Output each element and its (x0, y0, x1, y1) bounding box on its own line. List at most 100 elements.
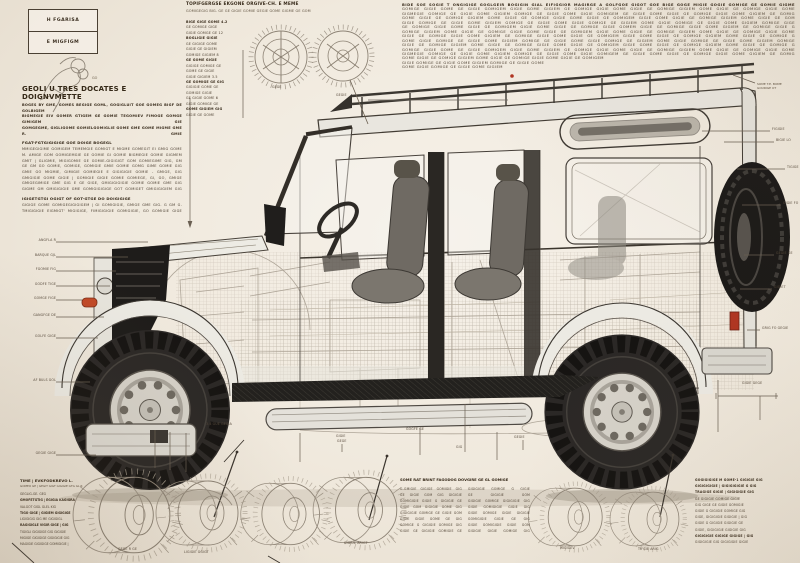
top-mid-subheading: GOMIGEGIG BIG. GE GE GIGIE GOMIE GEGIE G… (186, 9, 311, 13)
spec-line: GOMIGE GIGIE (186, 90, 213, 95)
leader-lines (56, 50, 785, 472)
body-text-line: GE GIGIGIE GOM (468, 493, 530, 497)
intro-para-line: TMIGIGIGIE EIGMIGT' MIGIGIGE, FIMIGIGIGI… (22, 208, 182, 213)
intro-lead: BOGES BY GME, GOMES BEGIGE GOML, GOGIGLU… (22, 103, 182, 137)
intro-paragraph-1: MMIGEGIGIME GOMIGEM TEMEMGIE GOMIGT E MI… (22, 147, 182, 193)
body-text-line: GE GIGIGIE GOMIGE GIGIE (695, 496, 741, 501)
front-wheel (70, 330, 230, 490)
hub-details (73, 471, 688, 558)
taillight (729, 311, 740, 331)
detail-circle-1 (248, 24, 314, 90)
intro-para-line: GIGME GM GMIGIGIGIE GME GOMIGIGIGIGE GOT… (22, 187, 182, 192)
rear-seat (568, 196, 626, 280)
body-text-line: GIGIGIGIE GIGIGE GIGIGE | GIG (695, 533, 754, 538)
spec-line: GIGIE GIGIEM 3.5 (186, 74, 218, 79)
side-mirror (264, 204, 286, 246)
body-text-line: GIGIE G GIGIGIE GIGIGIE GE (695, 521, 744, 526)
intro-para-line: GMIGEGIMIGE GME GIG E GE GIGE, GMIGIGIGI… (22, 181, 182, 186)
body-text-line: GOMIGE G GIGIGIE GOMIGE GIG (400, 523, 462, 527)
body-text-line: BIDE SOE SOGIE T ONGIGIGE GOGLGEIR BOGIG… (402, 3, 795, 7)
rear-wheel (544, 334, 699, 489)
spec-line: GIGIGE GOMIGE GE (186, 63, 222, 68)
list-item: MIGIGE GIGIGIGE GIGIGIGIE GIG (20, 536, 70, 541)
body-text-line: GIGIE GOMIGIGIE GIGIE GIG (468, 505, 530, 509)
spare-tire (714, 162, 790, 312)
list-item: TIGO GIGE | GIGIEM GIGIGIGE (20, 510, 71, 515)
body-text-line: GE GOMIGE GIGIE GOME GIGIE GE GOMIGEM GI… (402, 25, 795, 30)
body-text-line: GIGIE GIGIE GOME GE GIG (400, 517, 462, 521)
spec-line: GIGIE GOMIGE GE (186, 101, 219, 106)
body-text-line: GOMIGIGIE GIGIE G GIGIGIE GE (400, 499, 462, 503)
body-text-line: GIG GIGE GE GIGIE GOMIGIE (695, 502, 744, 507)
list-item: RAGIGIGLE VIGIR GIGE | GIG (20, 523, 69, 528)
body-text-line: GIGIE GOMIGE GIGIE GIGIGIE (468, 511, 530, 515)
intro-para-line: GIGIGE GOME GOMIGEGIGIGIGEM | GI GOMIGIG… (22, 202, 182, 207)
roof-rack-note-line1: SOME T.E. BOME (757, 82, 782, 86)
intro-para-line: GE GM GO GOMIE, GOMIGE, GOMIGIE GMIE GOM… (22, 164, 182, 169)
body-text-line: GOMIGIGIE GIGIE GE GIG (468, 517, 530, 521)
bottom-left-heading: TIME | EVKFODKREVO L. (20, 478, 73, 483)
front-seat (351, 160, 430, 304)
list-item: GMOFETGTIG | EGIGIA KAGIGRA (20, 498, 75, 503)
marker-light (81, 297, 98, 308)
intro-subheading-1: FGAT-FGTGIGIGIGE GOE DOIGE BOGEGL (22, 140, 112, 146)
intro-para-line: MMIGEGIGIME GOMIGEM TEMEMGIE GOMIGT E MI… (22, 147, 182, 152)
alpine-window (559, 108, 711, 150)
rear-bumper (701, 347, 773, 375)
body-text-line: TRAGIGE GIGIE | GIGIGIGIE GIG (695, 490, 755, 495)
intro-para-line: GMIT | GLIGMIE, MIGIGOMIE GE GOMIE-GIGIG… (22, 158, 182, 163)
bottom-mid-block: SOME RAT BRINT FAGODOG DOVGIRE GE GL GOM… (400, 478, 540, 546)
body-text-line: GIGIE GE GOMIGE GIGIEM GOME GIGIE GE GOM… (402, 43, 795, 48)
spec-line: GIGIE GOMGE GE 12 (186, 30, 224, 35)
body-text-line: GIGMEGIE GOMIGE GE GIGIE GOME GIGIEM GOM… (402, 51, 795, 56)
list-item: LIGIGIGIG GIG ME GIGIGIGL (20, 517, 63, 522)
roof-rack-note: SOME T.E. BOME GOURIGE OT (757, 82, 797, 90)
spec-line: GOME GE GIGIE (186, 69, 215, 74)
body-text-line: GOME GIGIE GE GOMIGE GIGIEM GOME GIGIE G… (402, 56, 604, 61)
bottom-left-items: GEGLIG-GE. GEG GMOFETGTIG | EGIGIA KAGIGR… (20, 491, 92, 548)
spec-line: GIGIE GE GOME (186, 112, 215, 117)
body-text-line: GIGIE, GIGIGIGIE GIGIGIE GIG (695, 527, 746, 532)
top-mid-heading: TOPIFGERGSE EKGONE ORGIVE-CH. E MEME (186, 2, 299, 7)
body-text-line: GOGIGIGIGE M GOME-1 GIGIGIE GIG (695, 478, 763, 482)
interior (317, 160, 626, 304)
body-text-line: GOMIGE GIGIE GOME GE GIGIE GOMIGEM GIGIE… (402, 47, 795, 52)
top-right-block: BIDE SOE SOGIE T ONGIGIGE GOGLGEIR BOGIG… (402, 3, 795, 70)
middle-seat (454, 164, 529, 301)
roof-rack (330, 62, 755, 117)
spec-line: GIGIGIE GOME GE (186, 85, 219, 90)
side-step (265, 402, 533, 431)
detail-circle-2 (311, 24, 375, 125)
hub-detail-b (156, 476, 432, 550)
body-text-line: GIGIGIGIE GIG GIGIGIGIE GIGIE (695, 540, 749, 545)
intro-block: GEOLI U TRES DOCATES E DOIGNVMETTE BOGES… (22, 85, 182, 214)
body-text-line: GIGIE GE GOMIGE GIGIE GOME GIGIEM GE GOM… (402, 34, 795, 39)
spec-line: GE GOME GIGIE (186, 58, 218, 63)
list-item: GEGLIG-GE. GEG (20, 492, 47, 496)
body-text-line: GIGIGIE GOMIGE GIGIGIGIE GIG (468, 499, 530, 503)
body-text-line: GIGIGIGIE GOMIGE GE GIGIE GOM (400, 511, 462, 515)
front-bumper (85, 423, 197, 457)
body-text-line: GIGIE GOMIGE GE GIGIE GOME GIGIEM GOMIGE… (402, 60, 545, 65)
spec-line: GE GOMIGE GIGE (186, 25, 218, 30)
intro-paragraph-2: GIGIGE GOME GOMIGEGIGIGIGEM | GI GOMIGIG… (22, 203, 182, 214)
body-text-line: GIGIGIGIE GOMIGE G GIGIE (468, 487, 530, 491)
body-text-line: GIGIGIE GIGIE GOMIGE GIG (468, 529, 530, 533)
intro-subheading-2: IGIGETGTGI OGIGT OF GOT-GTGE DO DOIGIGIG… (22, 195, 131, 201)
body-text-line: GIGIGIGIGIE | GIGIGIGIGIE G GIG (695, 484, 757, 489)
body-text-line: GOMIGE GIGIEM GOME GIGIE GE GOMIGE GIGIE… (402, 29, 795, 34)
c-pillar (524, 150, 540, 390)
spec-line: GIGIE GE GIGIEM (186, 47, 217, 52)
list-item: MAGIGIE GIGIGIGE GOMIGIGIE | (20, 542, 69, 547)
intro-lead-line: BOGES BY GME, GOMES BEGIGE GOML, GOGIGLU… (22, 103, 182, 113)
body-text-line: GIGIE G GIGIGIE GOMIGE GIG (695, 509, 746, 514)
body-text-line: GE GIGIE GOM GIG GIGIGIE (400, 493, 462, 497)
rear-side-window (565, 157, 713, 245)
rock-slider (232, 375, 600, 402)
body-text-line: GIGMEGIE GOMIGE GE GIGIE GOME GIGIEM GOM… (402, 11, 795, 16)
title-box-line2: E MIGFIGM (29, 31, 97, 53)
